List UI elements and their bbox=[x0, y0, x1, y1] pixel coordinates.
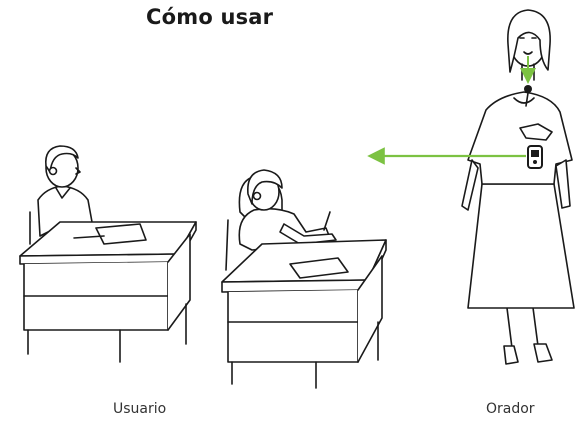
transmitter-device-icon bbox=[527, 145, 543, 169]
left-desk bbox=[19, 221, 197, 363]
lapel-microphone-icon bbox=[524, 85, 532, 107]
user-label: Usuario bbox=[113, 401, 167, 417]
speaker-label: Orador bbox=[486, 401, 535, 417]
hearing-aid-icon bbox=[48, 166, 58, 176]
hearing-aid-icon bbox=[252, 191, 262, 201]
page-title: Cómo usar bbox=[146, 5, 274, 29]
girl-student-figure bbox=[225, 169, 337, 271]
speaker-figure bbox=[461, 9, 575, 365]
middle-desk bbox=[221, 239, 387, 389]
